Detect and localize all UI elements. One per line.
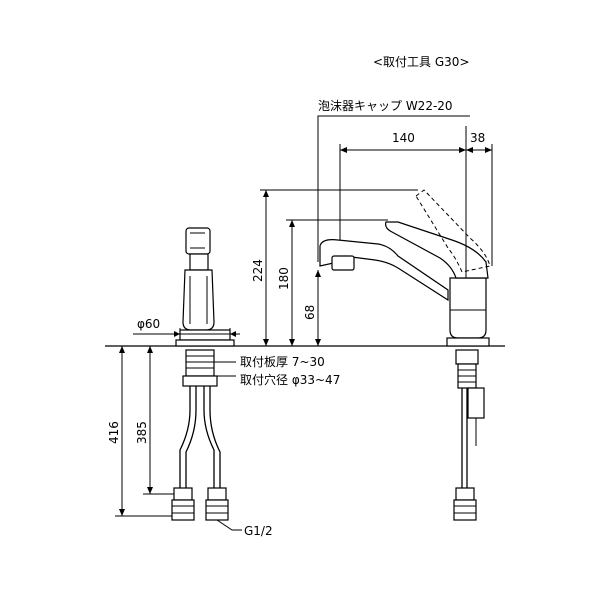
dim-spout-height-label: 180 bbox=[277, 267, 291, 290]
aerator-cap bbox=[331, 255, 355, 271]
dim-hose-total: 416 bbox=[107, 346, 172, 517]
front-base bbox=[179, 329, 231, 341]
front-hose-right bbox=[203, 386, 215, 488]
dim-spout-reach-label: 140 bbox=[392, 131, 415, 145]
side-lever-raised bbox=[415, 189, 491, 273]
dim-total-height-label: 224 bbox=[251, 259, 265, 282]
aerator-cap-label: 泡沫器キャップ W22-20 bbox=[318, 99, 453, 113]
front-view bbox=[171, 227, 235, 521]
dim-total-height: 224 bbox=[251, 189, 418, 346]
thread-label: G1/2 bbox=[244, 524, 273, 538]
aerator-label-group: 泡沫器キャップ W22-20 bbox=[317, 99, 470, 262]
dim-base-diameter-label: φ60 bbox=[137, 317, 160, 331]
dim-hose-fitting: 385 bbox=[135, 346, 174, 495]
side-lever bbox=[385, 221, 489, 279]
thread-fitting-right bbox=[205, 499, 229, 521]
side-thread-fitting bbox=[453, 499, 477, 521]
side-view bbox=[319, 189, 491, 521]
mounting-labels: 取付板厚 7~30 取付穴径 φ33~47 bbox=[214, 355, 340, 387]
thread-label-group: G1/2 bbox=[216, 519, 273, 538]
dim-base-diameter: φ60 bbox=[133, 317, 240, 340]
front-hose-left bbox=[179, 386, 191, 488]
thread-fitting-left bbox=[171, 499, 195, 521]
dim-base-height: 68 bbox=[303, 270, 321, 346]
dim-spout-reach: 140 bbox=[339, 126, 467, 278]
plate-thickness-label: 取付板厚 7~30 bbox=[240, 355, 325, 369]
dim-hose-total-label: 416 bbox=[107, 421, 121, 444]
front-lever bbox=[185, 227, 211, 255]
front-body bbox=[182, 269, 215, 331]
drawing-title: <取付工具 G30> bbox=[373, 55, 470, 69]
side-body bbox=[449, 277, 487, 339]
dim-spout-height: 180 bbox=[277, 219, 388, 346]
hole-diameter-label: 取付穴径 φ33~47 bbox=[240, 372, 340, 387]
dim-hose-fitting-label: 385 bbox=[135, 421, 149, 444]
dim-lever-offset: 38 bbox=[466, 131, 493, 266]
dim-lever-offset-label: 38 bbox=[470, 131, 485, 145]
dim-base-height-label: 68 bbox=[303, 305, 317, 320]
